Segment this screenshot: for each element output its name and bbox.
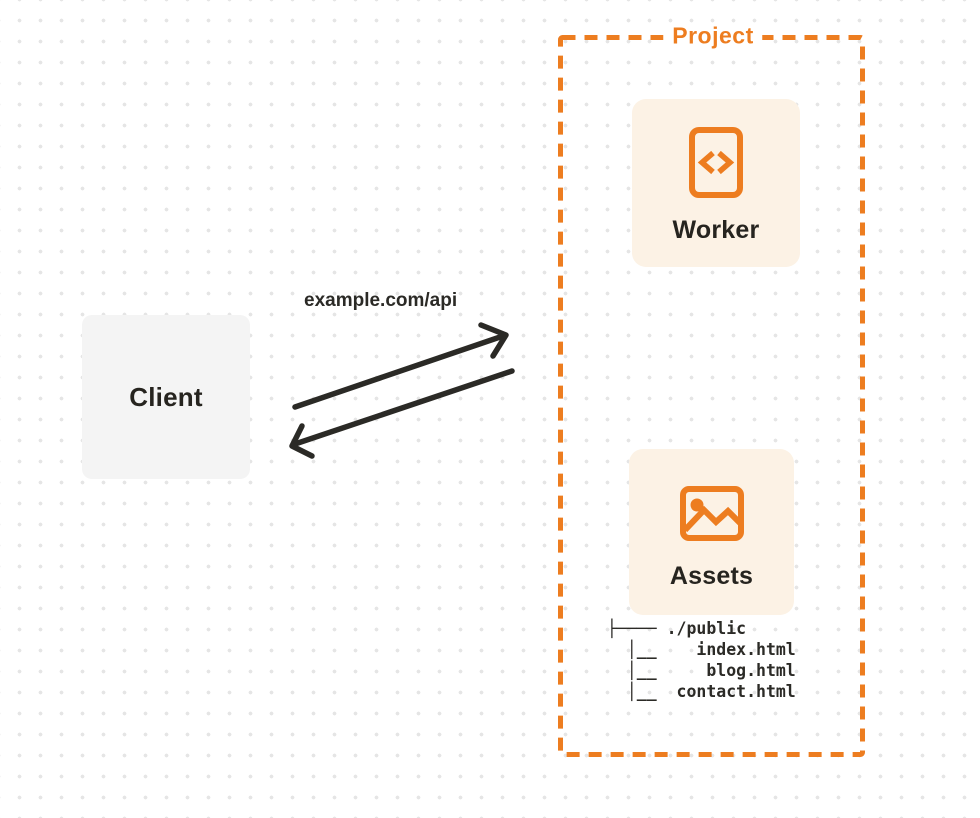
worker-node: Worker	[632, 99, 800, 267]
client-node: Client	[82, 315, 250, 479]
worker-label: Worker	[672, 216, 760, 244]
project-label: Project	[663, 22, 763, 50]
request-url-label: example.com/api	[304, 290, 458, 311]
assets-file-tree: ├──── ./public │__ index.html │__ blog.h…	[607, 619, 796, 701]
assets-node: Assets	[629, 449, 794, 615]
client-label: Client	[129, 381, 203, 412]
code-icon	[689, 127, 743, 198]
response-arrow	[289, 368, 515, 459]
request-arrow	[292, 322, 509, 410]
image-icon	[679, 486, 744, 541]
project-dashed-border	[558, 35, 865, 757]
assets-label: Assets	[669, 562, 754, 590]
